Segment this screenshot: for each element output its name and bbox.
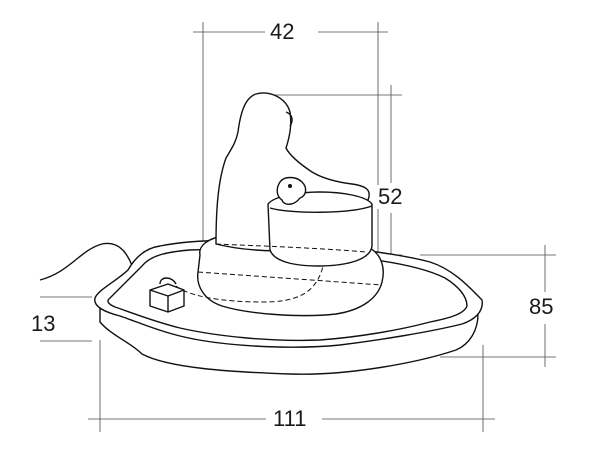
figure-face (285, 111, 293, 127)
pump-outlet (159, 277, 177, 285)
dimension-figure-height-label: 52 (376, 184, 405, 209)
frog-eye (288, 184, 292, 188)
dimension-total-height-label: 85 (524, 295, 559, 319)
dimension-base-width-label: 111 (268, 407, 312, 431)
dimension-rim-height-label: 13 (26, 312, 61, 336)
rock-hidden-edge (197, 271, 383, 286)
frog-figurine (276, 176, 307, 205)
basin-inner-lip (107, 248, 468, 342)
pump-box (149, 283, 185, 313)
water-bowl-rim (269, 205, 373, 213)
pump-box-edges (149, 289, 185, 312)
figure-hidden-edge (215, 243, 367, 253)
dimension-width-top-label: 42 (265, 20, 300, 44)
